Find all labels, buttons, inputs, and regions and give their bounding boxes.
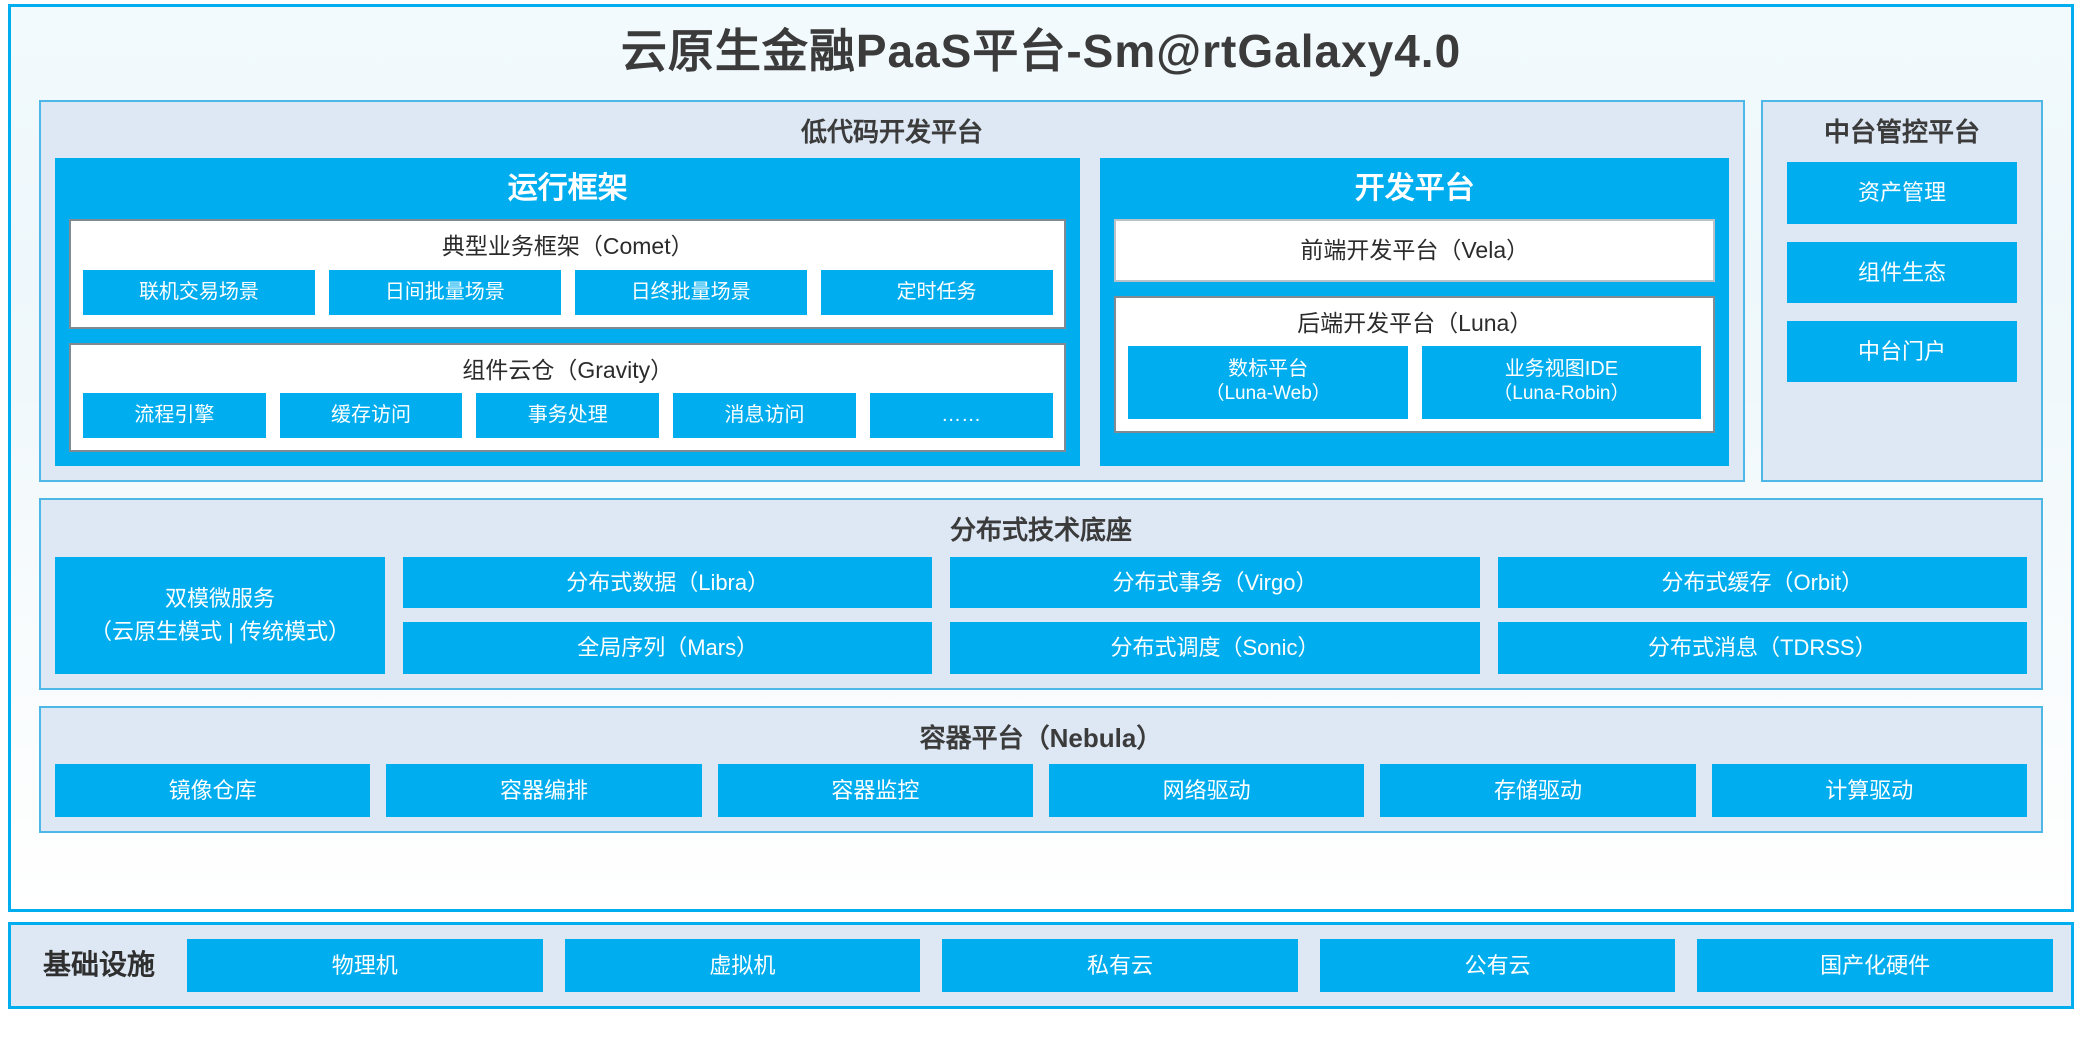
comet-chip-row: 联机交易场景 日间批量场景 日终批量场景 定时任务	[83, 269, 1053, 315]
infrastructure-label: 基础设施	[43, 949, 156, 981]
management-item-component-ecology[interactable]: 组件生态	[1787, 241, 2017, 304]
luna-web-code: （Luna-Web）	[1205, 383, 1331, 405]
runtime-framework-card: 运行框架 典型业务框架（Comet） 联机交易场景 日间批量场景 日终批量场景 …	[55, 158, 1081, 467]
gravity-item-message-access[interactable]: 消息访问	[673, 393, 856, 439]
luna-web-name: 数标平台	[1228, 358, 1309, 381]
tech-base-panel: 分布式技术底座 双模微服务 （云原生模式 | 传统模式） 分布式数据（Libra…	[39, 498, 2043, 690]
tech-item-libra[interactable]: 分布式数据（Libra）	[403, 556, 933, 609]
luna-robin-item[interactable]: 业务视图IDE （Luna-Robin）	[1421, 346, 1702, 420]
comet-item-scheduled-task[interactable]: 定时任务	[820, 269, 1053, 315]
container-item-orchestration[interactable]: 容器编排	[386, 764, 702, 818]
tech-column-3: 分布式缓存（Orbit） 分布式消息（TDRSS）	[1497, 556, 2027, 674]
gravity-chip-row: 流程引擎 缓存访问 事务处理 消息访问 ……	[83, 393, 1053, 439]
infrastructure-item-virtual-machine[interactable]: 虚拟机	[564, 939, 921, 993]
luna-chip-row: 数标平台 （Luna-Web） 业务视图IDE （Luna-Robin）	[1128, 346, 1702, 420]
container-item-compute-driver[interactable]: 计算驱动	[1711, 764, 2027, 818]
comet-item-intraday-batch[interactable]: 日间批量场景	[328, 269, 561, 315]
tech-column-2: 分布式事务（Virgo） 分布式调度（Sonic）	[950, 556, 1480, 674]
lowcode-platform-panel: 低代码开发平台 运行框架 典型业务框架（Comet） 联机交易场景 日间批量场景	[39, 99, 1745, 483]
infrastructure-item-private-cloud[interactable]: 私有云	[942, 939, 1298, 993]
management-platform-panel: 中台管控平台 资产管理 组件生态 中台门户	[1761, 99, 2043, 483]
comet-item-online-transaction[interactable]: 联机交易场景	[83, 269, 315, 315]
luna-robin-name: 业务视图IDE	[1504, 358, 1619, 381]
gravity-title: 组件云仓（Gravity）	[462, 356, 674, 383]
frontend-dev-platform-vela[interactable]: 前端开发平台（Vela）	[1114, 219, 1715, 282]
gravity-box: 组件云仓（Gravity） 流程引擎 缓存访问 事务处理 消息访问 ……	[69, 342, 1067, 453]
gravity-item-process-engine[interactable]: 流程引擎	[83, 393, 266, 439]
dual-mode-microservice[interactable]: 双模微服务 （云原生模式 | 传统模式）	[55, 556, 385, 674]
development-platform-card: 开发平台 前端开发平台（Vela） 后端开发平台（Luna） 数标平台 （Lun…	[1100, 158, 1729, 467]
lowcode-body: 运行框架 典型业务框架（Comet） 联机交易场景 日间批量场景 日终批量场景 …	[55, 158, 1729, 467]
comet-title: 典型业务框架（Comet）	[441, 233, 694, 260]
tech-item-mars[interactable]: 全局序列（Mars）	[403, 622, 933, 674]
gravity-item-transaction-processing[interactable]: 事务处理	[476, 393, 660, 439]
lowcode-platform-title: 低代码开发平台	[800, 116, 983, 147]
backend-dev-platform-title: 后端开发平台（Luna）	[1297, 309, 1533, 336]
container-item-image-registry[interactable]: 镜像仓库	[55, 764, 371, 818]
development-platform-title: 开发平台	[1354, 172, 1475, 206]
container-item-network-driver[interactable]: 网络驱动	[1048, 764, 1365, 818]
tech-base-body: 双模微服务 （云原生模式 | 传统模式） 分布式数据（Libra） 全局序列（M…	[55, 556, 2027, 674]
luna-web-item[interactable]: 数标平台 （Luna-Web）	[1128, 346, 1408, 420]
runtime-framework-title: 运行框架	[507, 172, 628, 206]
tech-base-title: 分布式技术底座	[949, 515, 1132, 546]
infrastructure-item-public-cloud[interactable]: 公有云	[1319, 939, 1676, 993]
infrastructure-item-domestic-hardware[interactable]: 国产化硬件	[1697, 939, 2053, 993]
top-row: 低代码开发平台 运行框架 典型业务框架（Comet） 联机交易场景 日间批量场景	[39, 99, 2043, 483]
management-item-asset[interactable]: 资产管理	[1787, 162, 2017, 224]
tech-column-1: 分布式数据（Libra） 全局序列（Mars）	[403, 556, 933, 674]
management-platform-title: 中台管控平台	[1823, 116, 1980, 147]
luna-robin-code: （Luna-Robin）	[1493, 383, 1630, 405]
tech-item-orbit[interactable]: 分布式缓存（Orbit）	[1497, 556, 2027, 609]
gravity-item-more[interactable]: ……	[869, 393, 1053, 439]
container-item-storage-driver[interactable]: 存储驱动	[1380, 764, 1696, 818]
infrastructure-panel: 基础设施 物理机 虚拟机 私有云 公有云 国产化硬件	[8, 922, 2074, 1010]
tech-item-sonic[interactable]: 分布式调度（Sonic）	[950, 622, 1480, 674]
dual-mode-microservice-line1: 双模微服务	[164, 586, 275, 612]
container-platform-panel: 容器平台（Nebula） 镜像仓库 容器编排 容器监控 网络驱动 存储驱动 计算…	[39, 705, 2043, 834]
tech-item-tdrss[interactable]: 分布式消息（TDRSS）	[1497, 622, 2027, 674]
comet-box: 典型业务框架（Comet） 联机交易场景 日间批量场景 日终批量场景 定时任务	[69, 219, 1067, 329]
dual-mode-microservice-line2: （云原生模式 | 传统模式）	[90, 619, 350, 645]
platform-main-frame: 云原生金融PaaS平台-Sm@rtGalaxy4.0 低代码开发平台 运行框架 …	[8, 4, 2074, 912]
container-item-monitoring[interactable]: 容器监控	[717, 764, 1033, 818]
infrastructure-item-physical-machine[interactable]: 物理机	[187, 939, 543, 993]
management-item-portal[interactable]: 中台门户	[1787, 321, 2017, 383]
development-platform-body: 前端开发平台（Vela） 后端开发平台（Luna） 数标平台 （Luna-Web…	[1100, 219, 1729, 434]
container-platform-body: 镜像仓库 容器编排 容器监控 网络驱动 存储驱动 计算驱动	[55, 764, 2027, 818]
runtime-framework-body: 典型业务框架（Comet） 联机交易场景 日间批量场景 日终批量场景 定时任务 …	[55, 219, 1080, 453]
backend-dev-platform-box: 后端开发平台（Luna） 数标平台 （Luna-Web） 业务视图IDE （Lu…	[1114, 295, 1715, 434]
tech-item-virgo[interactable]: 分布式事务（Virgo）	[950, 556, 1480, 609]
comet-item-eod-batch[interactable]: 日终批量场景	[574, 269, 807, 315]
gravity-item-cache-access[interactable]: 缓存访问	[279, 393, 463, 439]
container-platform-title: 容器平台（Nebula）	[919, 722, 1163, 753]
management-item-list: 资产管理 组件生态 中台门户	[1777, 158, 2027, 466]
page-title: 云原生金融PaaS平台-Sm@rtGalaxy4.0	[620, 25, 1462, 77]
